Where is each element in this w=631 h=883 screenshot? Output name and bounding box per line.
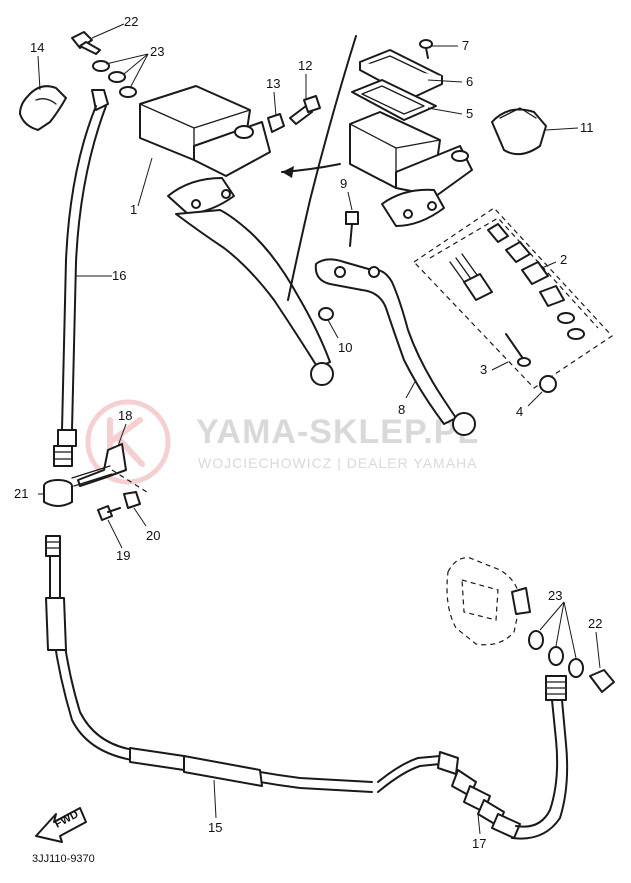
part-23-washers-upper (92, 60, 137, 98)
callout-4: 4 (516, 404, 523, 419)
callout-17: 17 (472, 836, 486, 851)
part-14-boot (19, 85, 67, 131)
callout-13: 13 (266, 76, 280, 91)
part-22-banjo-bolt-lower (589, 669, 615, 693)
callout-21: 21 (14, 486, 28, 501)
callout-15: 15 (208, 820, 222, 835)
part-9-bolt (345, 211, 359, 247)
callout-18: 18 (118, 408, 132, 423)
part-8-lever (314, 258, 476, 436)
part-6-cap (359, 49, 443, 99)
callout-12: 12 (298, 58, 312, 73)
divider-line (287, 35, 357, 301)
callout-2: 2 (560, 252, 567, 267)
callout-23-upper: 23 (150, 44, 164, 59)
part-16-brake-hose-upper (53, 89, 109, 467)
callout-7: 7 (462, 38, 469, 53)
part-21-grommet (43, 479, 73, 507)
callout-9: 9 (340, 176, 347, 191)
part-20-nut (123, 491, 141, 509)
part-4-ball (539, 375, 557, 393)
part-3-pushrod (505, 333, 531, 367)
callout-19: 19 (116, 548, 130, 563)
part-1-master-cylinder (139, 85, 334, 386)
part-22-banjo-bolt-upper (71, 31, 101, 55)
callout-16: 16 (112, 268, 126, 283)
part-19-bolt (97, 505, 121, 521)
callout-22-lower: 22 (588, 616, 602, 631)
callout-6: 6 (466, 74, 473, 89)
part-15-brake-hose-lower (45, 535, 569, 840)
fwd-arrow-icon: FWD (35, 807, 87, 843)
leader-lines (37, 23, 601, 835)
part-5-diaphragm (351, 79, 437, 121)
part-cylinder-body-exploded (349, 111, 473, 227)
part-11-holder (491, 107, 547, 156)
part-10-pivot (318, 307, 334, 321)
watermark-subtitle: WOJCIECHOWICZ | DEALER YAMAHA (198, 455, 477, 471)
part-2-piston-kit (413, 207, 613, 389)
callout-14: 14 (30, 40, 44, 55)
callout-8: 8 (398, 402, 405, 417)
callout-11: 11 (580, 120, 594, 135)
part-18-bracket (71, 443, 151, 495)
part-23-washers-lower (528, 630, 584, 678)
diagram-code: 3JJ110-9370 (32, 853, 95, 865)
watermark: YAMA-SKLEP.PL WOJCIECHOWICZ | DEALER YAM… (85, 399, 479, 485)
callout-20: 20 (146, 528, 160, 543)
caliper (446, 557, 531, 646)
part-7-screw (419, 39, 433, 59)
callout-labels: 22 23 14 13 12 1 16 7 6 5 11 9 2 10 3 8 … (14, 14, 602, 851)
callout-22-upper: 22 (124, 14, 138, 29)
arrow-head (282, 166, 294, 178)
part-13-nut (267, 113, 285, 133)
callout-1: 1 (130, 202, 137, 217)
callout-3: 3 (480, 362, 487, 377)
callout-5: 5 (466, 106, 473, 121)
watermark-title: YAMA-SKLEP.PL (196, 413, 479, 451)
callout-10: 10 (338, 340, 352, 355)
callout-23-lower: 23 (548, 588, 562, 603)
part-12-bolt (289, 95, 321, 125)
